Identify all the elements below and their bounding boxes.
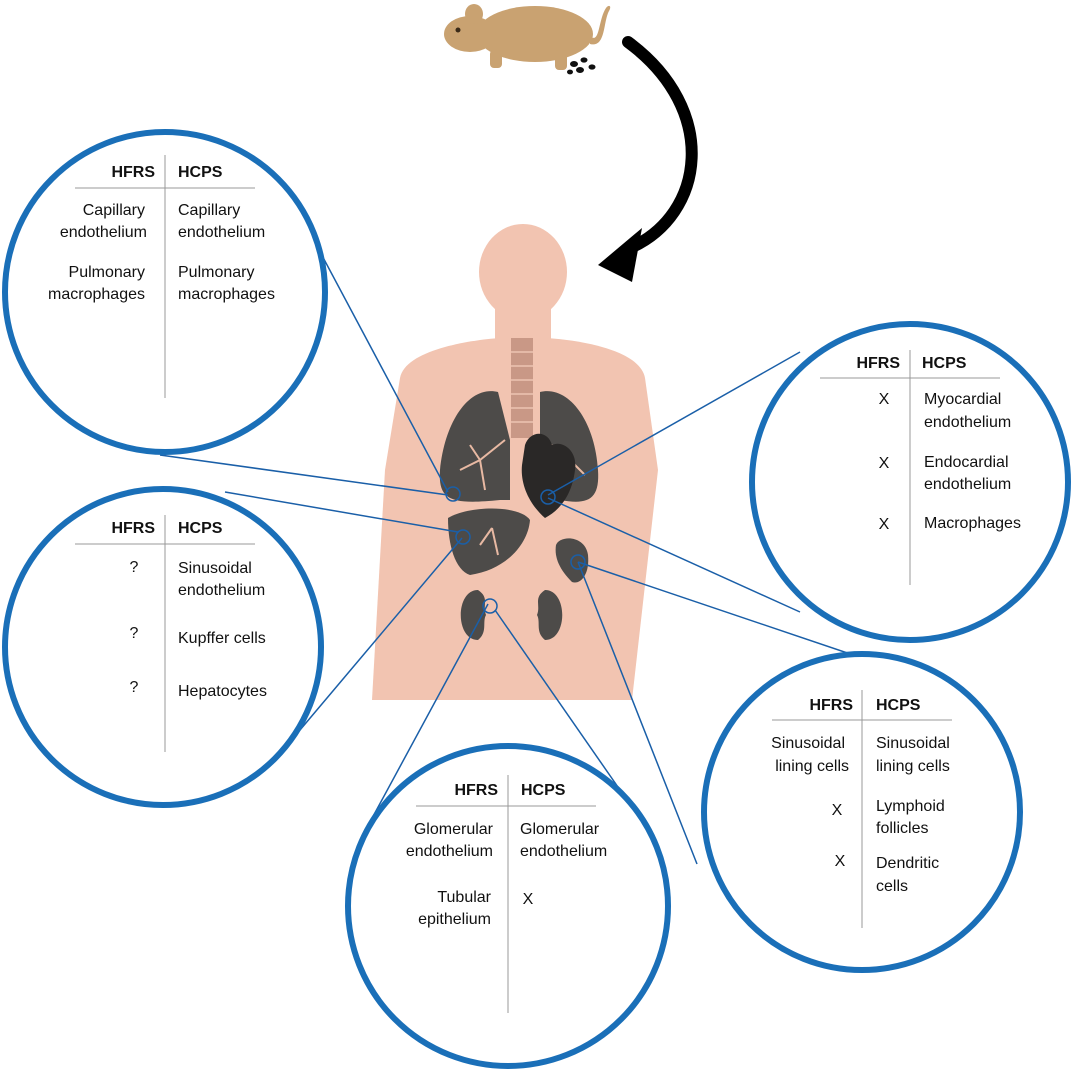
heart-hcps-0-line0: Myocardial [924, 391, 1001, 408]
spleen-hcps-1-line1: follicles [876, 820, 928, 837]
liver-header-hcps: HCPS [178, 520, 223, 537]
kidney-hfrs-0-line0: Glomerular [414, 821, 494, 838]
lung-hfrs-0-line1: endothelium [60, 224, 147, 241]
panel-kidney: HFRS HCPS Glomerular endothelium Glomeru… [345, 743, 671, 1069]
spleen-hcps-1-line0: Lymphoid [876, 798, 945, 815]
organ-markers [445, 486, 586, 614]
heart-hcps-0-line1: endothelium [924, 414, 1011, 431]
liver-header-hfrs: HFRS [111, 520, 155, 537]
panel-liver: HFRS HCPS ? Sinusoidal endothelium ? Kup… [2, 486, 324, 808]
spleen-hcps-2-line1: cells [876, 878, 908, 895]
liver-hcps-0-line0: Sinusoidal [178, 560, 252, 577]
kidney-hcps-1: X [523, 891, 534, 908]
panel-spleen: HFRS HCPS Sinusoidal lining cells Sinuso… [701, 651, 1023, 973]
leader-lines [159, 247, 881, 865]
kidney-header-hfrs: HFRS [454, 782, 498, 799]
lung-hcps-1-line0: Pulmonary [178, 264, 254, 281]
liver-hcps-0-line1: endothelium [178, 582, 265, 599]
heart-header-hfrs: HFRS [856, 355, 900, 372]
spleen-hcps-0-line1: lining cells [876, 758, 950, 775]
lung-hfrs-0-line0: Capillary [83, 202, 145, 219]
liver-hfrs-0: ? [130, 559, 139, 576]
spleen-hfrs-0-line0: Sinusoidal [771, 735, 845, 752]
heart [521, 433, 576, 518]
spleen-hfrs-0-line1: lining cells [775, 758, 849, 775]
liver-hcps-2: Hepatocytes [178, 683, 267, 700]
heart-hcps-1-line1: endothelium [924, 476, 1011, 493]
liver [448, 508, 530, 575]
droppings-icon [567, 57, 596, 75]
kidney-hcps-0-line1: endothelium [520, 843, 607, 860]
heart-hfrs-0: X [879, 391, 890, 408]
liver-hfrs-1: ? [130, 625, 139, 642]
lung-hcps-1-line1: macrophages [178, 286, 275, 303]
curved-arrow-icon [598, 36, 698, 282]
right-kidney [537, 590, 563, 640]
kidney-hfrs-1-line0: Tubular [437, 889, 491, 906]
lung-hcps-0-line0: Capillary [178, 202, 240, 219]
heart-hfrs-2: X [879, 516, 890, 533]
spleen [555, 538, 589, 583]
left-kidney [460, 590, 486, 640]
heart-hfrs-1: X [879, 455, 890, 472]
spleen-header-hcps: HCPS [876, 697, 921, 714]
spleen-hcps-2-line0: Dendritic [876, 855, 939, 872]
spleen-hcps-0-line0: Sinusoidal [876, 735, 950, 752]
spleen-header-hfrs: HFRS [809, 697, 853, 714]
human-body-icon [372, 224, 658, 700]
kidney-hcps-0-line0: Glomerular [520, 821, 600, 838]
kidney-hfrs-0-line1: endothelium [406, 843, 493, 860]
spleen-hfrs-1: X [832, 802, 843, 819]
organs [439, 338, 599, 640]
kidney-hfrs-1-line1: epithelium [418, 911, 491, 928]
lung-hfrs-1-line0: Pulmonary [69, 264, 145, 281]
liver-hfrs-2: ? [130, 679, 139, 696]
rodent-icon [444, 4, 611, 70]
lung-hcps-0-line1: endothelium [178, 224, 265, 241]
lung-header-hfrs: HFRS [111, 164, 155, 181]
heart-header-hcps: HCPS [922, 355, 967, 372]
kidney-header-hcps: HCPS [521, 782, 566, 799]
heart-hcps-2: Macrophages [924, 515, 1021, 532]
lung-hfrs-1-line1: macrophages [48, 286, 145, 303]
left-lung [439, 391, 510, 502]
panel-lung: HFRS HCPS Capillary endothelium Capillar… [2, 129, 328, 455]
spleen-hfrs-2: X [835, 853, 846, 870]
heart-hcps-1-line0: Endocardial [924, 454, 1009, 471]
liver-hcps-1: Kupffer cells [178, 630, 266, 647]
panel-heart: HFRS HCPS X Myocardial endothelium X End… [749, 321, 1071, 643]
lung-header-hcps: HCPS [178, 164, 223, 181]
